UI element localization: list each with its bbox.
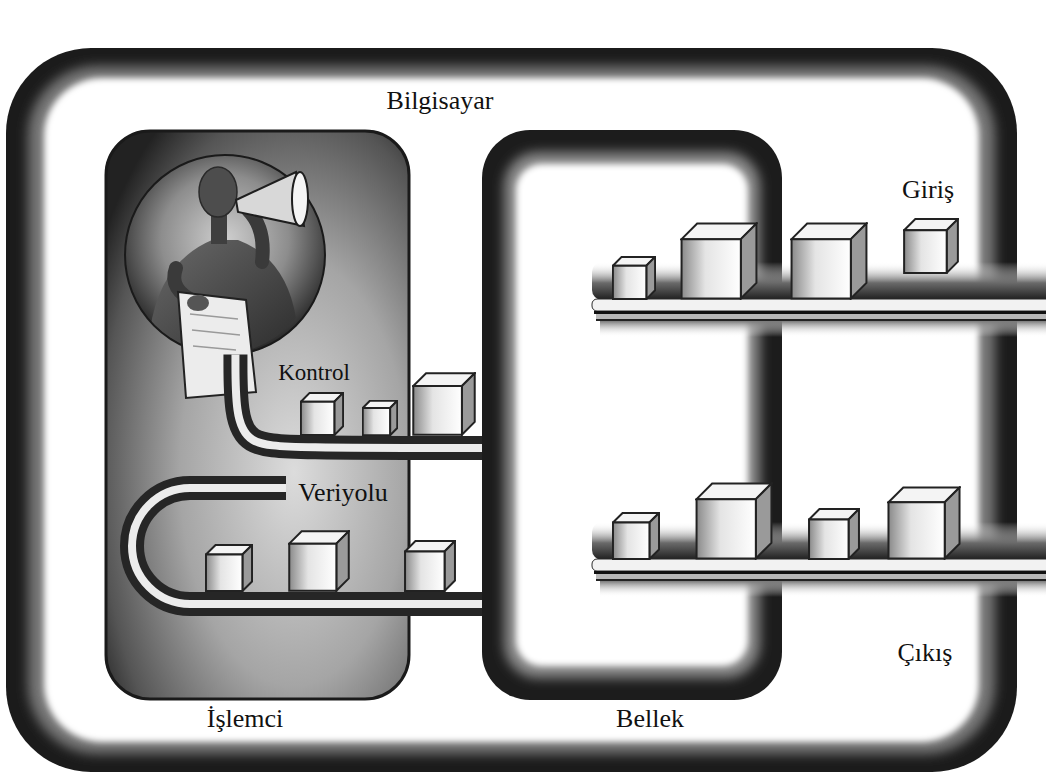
data-cube: [697, 484, 772, 559]
paper-lines: [190, 314, 240, 350]
belt-side: [596, 314, 1046, 319]
belt-surface: [592, 299, 1046, 311]
belt-edge: [596, 319, 1046, 321]
processor-outline: [106, 131, 409, 699]
bus-label: Veriyolu: [298, 478, 388, 508]
belt-back: [410, 592, 482, 616]
belt-surface: [592, 559, 1046, 571]
output-label: Çıkış: [898, 638, 953, 668]
data-cube: [363, 401, 398, 436]
data-cube: [888, 487, 959, 558]
data-cube: [405, 541, 455, 591]
housing-rim: [28, 66, 995, 754]
belt-side: [596, 574, 1046, 579]
input-label: Giriş: [902, 175, 954, 205]
belt-edge: [594, 311, 1046, 314]
memory-chamber: Bellek: [482, 130, 782, 700]
node-label: İşlemci: [207, 704, 284, 734]
memory-chamber-shape: [482, 130, 782, 700]
belt-back: [235, 354, 482, 448]
data-cube: [413, 373, 474, 434]
processor-chamber-shape: [105, 130, 410, 700]
memory-rim: [504, 152, 760, 678]
housing-interior: [44, 78, 979, 742]
data-cube: [613, 257, 655, 299]
belt-edge: [596, 579, 1046, 581]
control-unit-circle: Kontrol: [125, 155, 325, 355]
conveyor-belt: [410, 604, 482, 605]
computer-housing-shape: [6, 48, 1017, 772]
node-label: Bellek: [616, 704, 684, 734]
node-shapes: [6, 48, 1017, 772]
belt-surface: [235, 354, 482, 448]
data-cube: [809, 509, 859, 559]
belt-shadow: [600, 581, 1046, 597]
processor-fill: [105, 130, 410, 700]
data-cube: [206, 545, 252, 591]
input-conveyor: [592, 219, 1046, 337]
data-cube: [301, 393, 343, 435]
data-cube: [613, 513, 659, 559]
conveyor-belt: [235, 354, 482, 448]
computer-housing: BilgisayarİşlemciKontrolBellek: [48, 82, 975, 738]
processor-conveyor: [132, 373, 475, 604]
figure-hand: [187, 295, 209, 311]
megaphone-mouth: [292, 172, 308, 226]
data-cube: [904, 219, 958, 273]
data-cube: [682, 224, 757, 299]
processor-chamber: İşlemciKontrol: [105, 130, 410, 700]
memory-frame: [482, 130, 782, 700]
belt-surface: [410, 600, 482, 608]
belt-shadow: [600, 321, 1046, 337]
node-label: Bilgisayar: [387, 86, 494, 116]
data-cube: [792, 224, 867, 299]
belt-edge: [594, 571, 1046, 574]
output-conveyor: [592, 484, 1046, 597]
figure-arm: [248, 210, 263, 262]
data-cube: [289, 531, 349, 591]
node-label: Kontrol: [278, 360, 350, 386]
housing-frame: [6, 48, 1017, 772]
figure-head: [199, 167, 237, 217]
